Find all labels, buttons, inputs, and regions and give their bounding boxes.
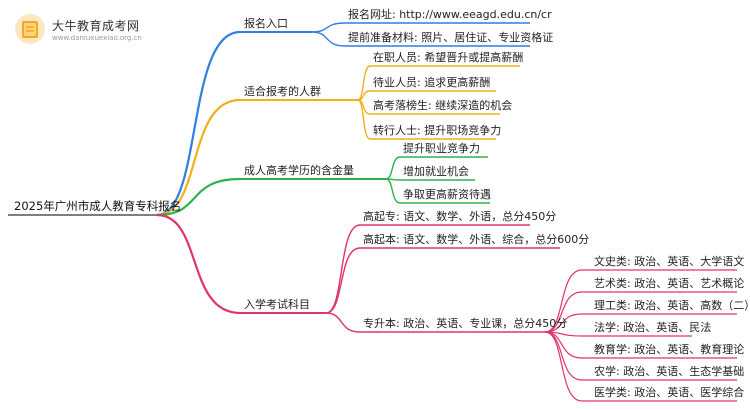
grandchild-connector: [544, 313, 583, 333]
branch-label: 成人高考学历的含金量: [244, 164, 354, 177]
child-connector: [325, 312, 361, 333]
grandchild-label: 医学类: 政治、英语、医学综合: [594, 386, 745, 399]
branch-label: 入学考试科目: [244, 298, 310, 311]
branch-connector: [156, 177, 241, 217]
child-connector: [385, 156, 401, 180]
child-label: 高考落榜生: 继续深造的机会: [373, 99, 513, 112]
child-label: 在职人员: 希望晋升或提高薪酬: [373, 51, 524, 64]
child-label: 提前准备材料: 照片、居住证、专业资格证: [348, 31, 554, 44]
child-connector: [385, 178, 401, 204]
child-label: 增加就业机会: [403, 165, 469, 178]
grandchild-label: 教育学: 政治、英语、教育理论: [594, 343, 745, 356]
grandchild-label: 法学: 政治、英语、民法: [594, 321, 712, 334]
child-connector: [325, 247, 361, 314]
branch-connector: [156, 30, 241, 217]
child-connector: [311, 31, 346, 47]
child-connector: [325, 224, 361, 314]
logo-subtitle: www.daniuxuexiao.org.cn: [52, 34, 142, 42]
child-connector: [357, 99, 371, 140]
child-label: 高起本: 语文、数学、外语、综合，总分600分: [363, 233, 590, 246]
book-logo-icon: [15, 14, 45, 44]
logo: 大牛教育成考网 www.daniuxuexiao.org.cn: [14, 13, 154, 47]
child-label: 提升职业竞争力: [403, 142, 480, 155]
child-label: 争取更高薪资待遇: [403, 188, 491, 201]
grandchild-connector: [544, 331, 583, 402]
branch-connector: [156, 213, 241, 315]
child-label: 报名网址: http://www.eeagd.edu.cn/cr: [348, 8, 552, 21]
child-connector: [311, 22, 346, 33]
grandchild-label: 文史类: 政治、英语、大学语文: [594, 255, 745, 268]
grandchild-connector: [544, 269, 583, 333]
root-topic: 2025年广州市成人教育专科报名: [14, 199, 182, 213]
child-label: 高起专: 语文、数学、外语，总分450分: [363, 210, 557, 223]
grandchild-label: 艺术类: 政治、英语、艺术概论: [594, 277, 745, 290]
branch-label: 适合报考的人群: [244, 85, 321, 98]
grandchild-label: 理工类: 政治、英语、高数（二）: [594, 299, 750, 312]
child-connector: [357, 65, 371, 101]
child-label: 转行人士: 提升职场竞争力: [373, 124, 502, 137]
branch-label: 报名入口: [244, 17, 288, 30]
grandchild-label: 农学: 政治、英语、生态学基础: [594, 365, 745, 378]
child-label: 待业人员: 追求更高薪酬: [373, 76, 491, 89]
branch-connector: [156, 98, 241, 217]
child-label: 专升本: 政治、英语、专业课，总分450分: [363, 317, 568, 330]
logo-title: 大牛教育成考网: [52, 19, 140, 33]
